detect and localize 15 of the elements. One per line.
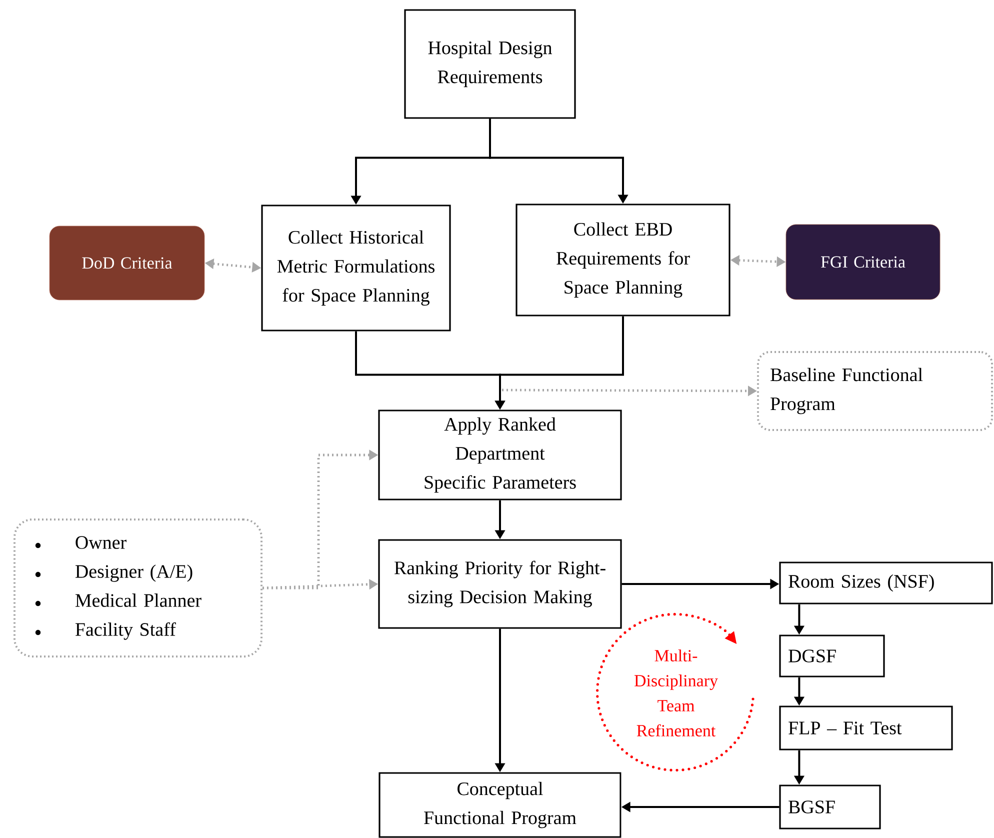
process-box: Hospital Design Requirements — [404, 9, 576, 119]
criteria-box: DoD Criteria — [49, 226, 205, 300]
stakeholder-list: Owner Designer (A/E) Medical Planner Facility Staff — [14, 518, 262, 658]
process-box: FLP – Fit Test — [779, 706, 953, 750]
process-box: Room Sizes (NSF) — [779, 562, 993, 604]
process-box: Collect EBD Requirements for Space Planning — [516, 204, 730, 316]
process-box: Collect Historical Metric Formulations for Space Planning — [261, 204, 451, 332]
process-box: DGSF — [779, 634, 885, 678]
process-box: Ranking Priority for Right-sizing Decision Making — [378, 539, 622, 629]
node-label: Multi-Disciplinary Team Refinement — [634, 650, 718, 736]
criteria-box: FGI Criteria — [786, 224, 940, 300]
program-box: Baseline Functional Program — [757, 351, 993, 431]
process-box: Apply Ranked Department Specific Parameters — [378, 410, 622, 500]
process-box: BGSF — [779, 784, 881, 830]
process-box: Conceptual Functional Program — [378, 772, 622, 838]
